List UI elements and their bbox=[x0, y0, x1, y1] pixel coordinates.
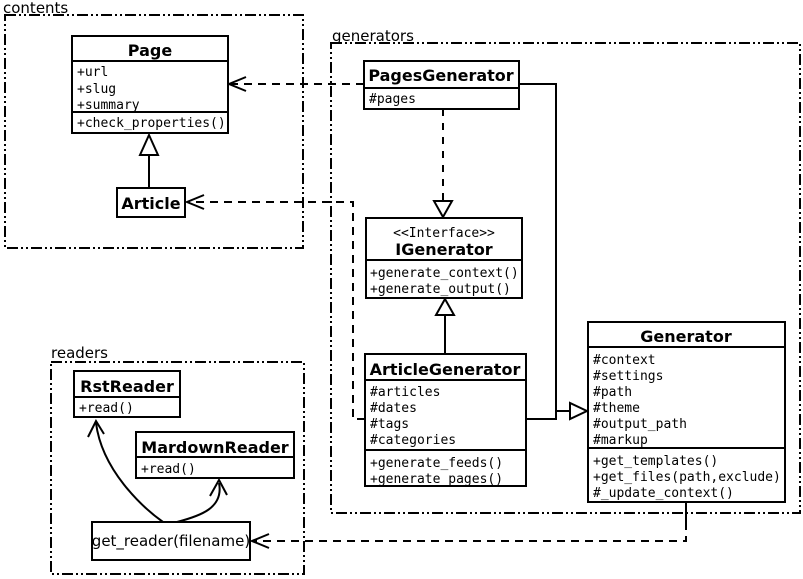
rstreader-method-read: +read() bbox=[79, 401, 134, 416]
realization-triangle-at-igenerator-top bbox=[432, 200, 454, 220]
generator-attribute-markup: #markup bbox=[593, 433, 648, 448]
class-articlegenerator-title: ArticleGenerator bbox=[370, 360, 521, 379]
class-pagesgenerator: PagesGenerator #pages bbox=[363, 60, 520, 110]
page-attribute-url: +url bbox=[77, 65, 108, 80]
class-igenerator-title: IGenerator bbox=[395, 240, 493, 259]
articlegenerator-method-generate-feeds: +generate_feeds() bbox=[370, 456, 503, 471]
generator-method-update-context: #_update_context() bbox=[593, 486, 734, 501]
generator-attribute-path: #path bbox=[593, 385, 632, 400]
generator-method-get-files: +get_files(path,exclude) bbox=[593, 470, 781, 485]
class-pagesgenerator-title: PagesGenerator bbox=[368, 66, 513, 85]
articlegenerator-attribute-categories: #categories bbox=[370, 433, 456, 448]
articlegenerator-attribute-tags: #tags bbox=[370, 417, 409, 432]
dependency-arrowhead-at-getreader bbox=[249, 533, 270, 549]
arrow-getreader-to-markdownreader bbox=[176, 482, 221, 523]
page-attribute-slug: +slug bbox=[77, 82, 116, 97]
articlegenerator-method-generate-pages: +generate_pages() bbox=[370, 472, 503, 487]
get-reader-box bbox=[91, 521, 251, 561]
inheritance-triangle-at-page-bottom bbox=[138, 132, 160, 156]
dependency-arrowhead-at-article bbox=[184, 194, 205, 210]
package-label-generators: generators bbox=[332, 27, 414, 45]
class-pagesgenerator-box bbox=[363, 60, 520, 110]
class-igenerator: <<Interface>> IGenerator +generate_conte… bbox=[365, 217, 523, 299]
dependency-generator-to-getreader bbox=[254, 522, 687, 542]
igenerator-stereotype: <<Interface>> bbox=[393, 226, 495, 241]
package-label-contents: contents bbox=[3, 0, 68, 17]
generator-method-get-templates: +get_templates() bbox=[593, 454, 718, 469]
package-frame-readers bbox=[50, 361, 305, 575]
package-frame-generators bbox=[330, 42, 801, 514]
arrow-getreader-to-rstreader bbox=[95, 422, 164, 523]
pagesgenerator-attribute-pages: #pages bbox=[369, 92, 416, 107]
dependency-articlegenerator-to-article bbox=[189, 201, 365, 420]
generator-attribute-context: #context bbox=[593, 353, 656, 368]
class-article-box bbox=[116, 187, 186, 218]
class-article: Article bbox=[116, 187, 186, 218]
markdownreader-method-read: +read() bbox=[141, 462, 196, 477]
class-generator-box bbox=[587, 321, 786, 503]
class-page-box bbox=[71, 35, 229, 134]
igenerator-method-generate-output: +generate_output() bbox=[370, 282, 511, 297]
class-generator-title: Generator bbox=[640, 327, 732, 346]
get-reader-label: get_reader(filename) bbox=[92, 532, 250, 551]
class-rstreader-title: RstReader bbox=[80, 377, 174, 396]
arrowhead-at-markdownreader bbox=[209, 477, 228, 497]
package-frame-contents bbox=[4, 14, 304, 249]
articlegenerator-attribute-dates: #dates bbox=[370, 401, 417, 416]
page-method-check-properties: +check_properties() bbox=[77, 116, 226, 131]
class-generator: Generator #context #settings #path #them… bbox=[587, 321, 786, 503]
package-label-readers: readers bbox=[51, 344, 108, 362]
class-articlegenerator-box bbox=[364, 353, 527, 487]
igenerator-method-generate-context: +generate_context() bbox=[370, 266, 519, 281]
class-page: Page +url +slug +summary +check_properti… bbox=[71, 35, 229, 134]
inheritance-pagesgenerator-to-generator bbox=[519, 83, 557, 420]
inheritance-triangle-at-igenerator-bottom bbox=[434, 296, 456, 316]
generator-attribute-settings: #settings bbox=[593, 369, 663, 384]
inheritance-triangle-at-generator-left bbox=[569, 401, 590, 421]
class-rstreader-box bbox=[73, 370, 181, 418]
page-attribute-summary: +summary bbox=[77, 98, 140, 113]
class-markdownreader-title: MardownReader bbox=[141, 438, 289, 457]
class-markdownreader-box bbox=[135, 431, 295, 479]
class-article-title: Article bbox=[121, 194, 180, 213]
class-articlegenerator: ArticleGenerator #articles #dates #tags … bbox=[364, 353, 527, 487]
generator-attribute-output-path: #output_path bbox=[593, 417, 687, 432]
class-page-title: Page bbox=[128, 41, 173, 60]
arrowhead-at-rstreader bbox=[87, 418, 105, 438]
class-markdownreader: MardownReader +read() bbox=[135, 431, 295, 479]
generator-attribute-theme: #theme bbox=[593, 401, 640, 416]
articlegenerator-attribute-articles: #articles bbox=[370, 385, 440, 400]
function-get-reader: get_reader(filename) bbox=[91, 521, 251, 561]
class-igenerator-box bbox=[365, 217, 523, 299]
class-rstreader: RstReader +read() bbox=[73, 370, 181, 418]
